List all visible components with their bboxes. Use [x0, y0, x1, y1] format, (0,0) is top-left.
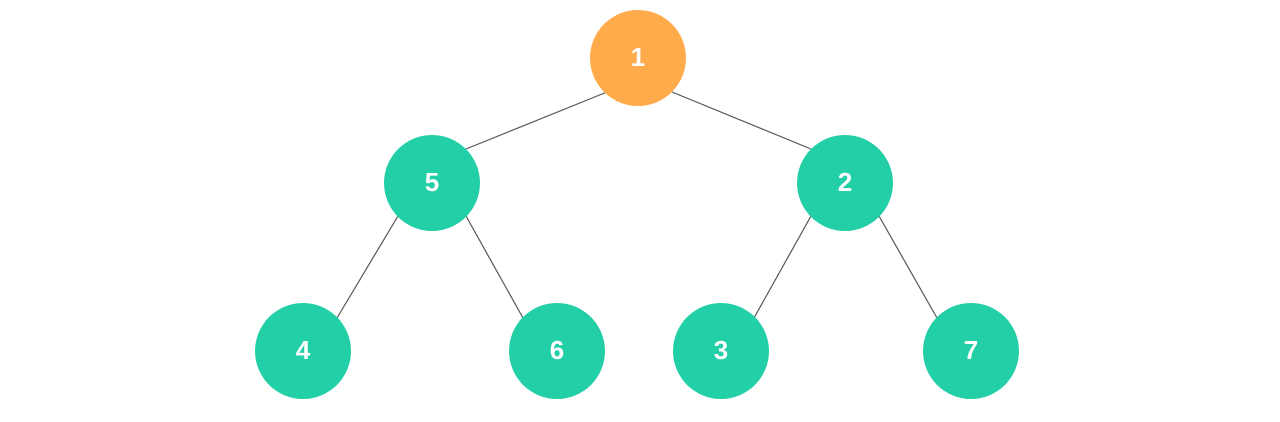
tree-node-7: 7 — [923, 303, 1019, 399]
node-label: 1 — [631, 42, 645, 72]
node-label: 5 — [425, 167, 439, 197]
node-circle — [255, 303, 351, 399]
tree-node-3: 3 — [673, 303, 769, 399]
tree-node-5: 5 — [384, 135, 480, 231]
node-circle — [673, 303, 769, 399]
node-label: 4 — [296, 335, 311, 365]
tree-node-6: 6 — [509, 303, 605, 399]
tree-node-2: 2 — [797, 135, 893, 231]
node-circle — [509, 303, 605, 399]
tree-nodes: 1 5 2 4 6 3 7 — [255, 10, 1019, 399]
tree-node-root: 1 — [590, 10, 686, 106]
node-circle — [797, 135, 893, 231]
node-label: 3 — [714, 335, 728, 365]
node-label: 7 — [964, 335, 978, 365]
tree-node-4: 4 — [255, 303, 351, 399]
edge-5-6 — [465, 215, 524, 319]
node-circle — [923, 303, 1019, 399]
node-label: 6 — [550, 335, 564, 365]
edge-1-2 — [671, 91, 812, 150]
edge-1-5 — [465, 91, 608, 150]
edge-2-3 — [753, 215, 812, 319]
node-circle — [384, 135, 480, 231]
node-circle — [590, 10, 686, 106]
node-label: 2 — [838, 167, 852, 197]
edge-2-7 — [878, 215, 938, 319]
tree-edges — [336, 91, 938, 319]
edge-5-4 — [336, 215, 399, 319]
